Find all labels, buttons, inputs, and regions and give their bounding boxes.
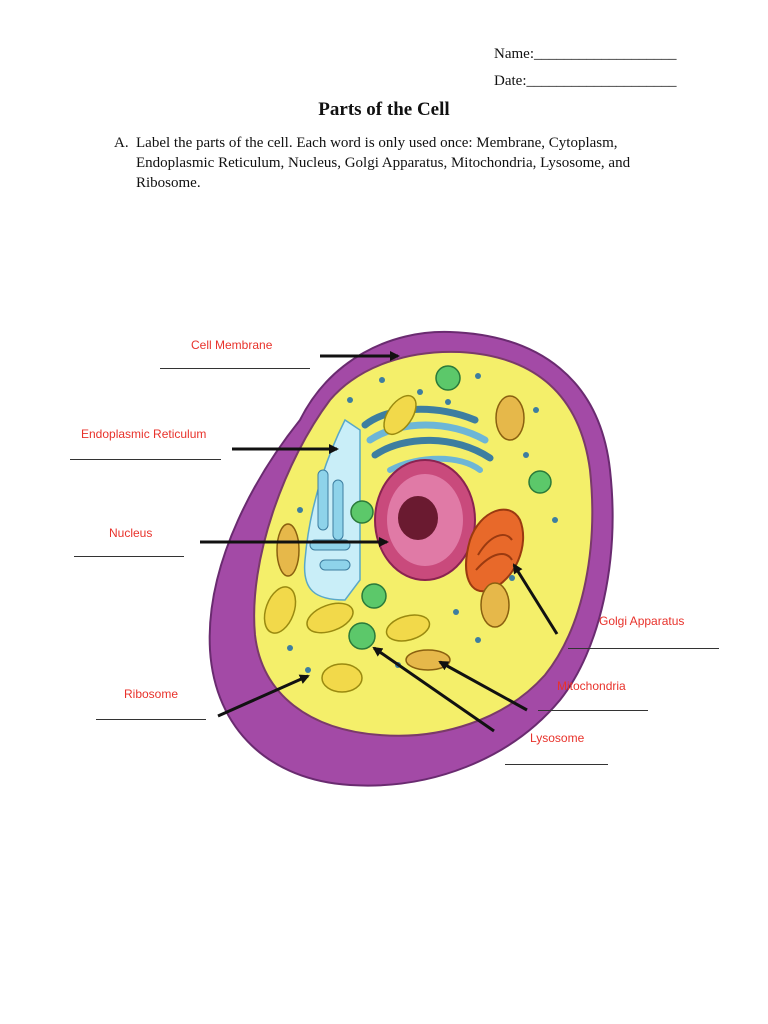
instruction-block: A. Label the parts of the cell. Each wor… xyxy=(114,133,654,193)
blank-endoplasmic-reticulum[interactable] xyxy=(70,459,221,460)
instruction-text: Label the parts of the cell. Each word i… xyxy=(136,135,631,191)
label-golgi-apparatus: Golgi Apparatus xyxy=(599,614,685,628)
blank-lysosome[interactable] xyxy=(505,764,608,765)
label-cell-membrane: Cell Membrane xyxy=(191,338,273,352)
blank-mitochondria[interactable] xyxy=(538,710,648,711)
mitochondria-shapes xyxy=(276,395,525,671)
label-endoplasmic-reticulum: Endoplasmic Reticulum xyxy=(81,427,207,441)
page-title: Parts of the Cell xyxy=(318,99,450,120)
label-nucleus: Nucleus xyxy=(109,526,153,540)
name-field[interactable]: Name:___________________ xyxy=(494,46,677,62)
blank-ribosome[interactable] xyxy=(96,719,206,720)
label-ribosome: Ribosome xyxy=(124,687,179,701)
lysosome-shapes xyxy=(348,365,552,650)
instruction-marker: A. xyxy=(114,135,129,151)
date-field[interactable]: Date:____________________ xyxy=(494,73,677,89)
blank-nucleus[interactable] xyxy=(74,556,184,557)
blank-cell-membrane[interactable] xyxy=(160,368,310,369)
nucleus-shape xyxy=(374,459,476,581)
golgi-shape xyxy=(465,508,525,593)
label-mitochondria: Mitochondria xyxy=(557,679,626,693)
vesicle-shapes xyxy=(263,394,431,693)
label-lysosome: Lysosome xyxy=(530,731,585,745)
blank-golgi-apparatus[interactable] xyxy=(568,648,719,649)
label-arrows xyxy=(200,351,559,733)
